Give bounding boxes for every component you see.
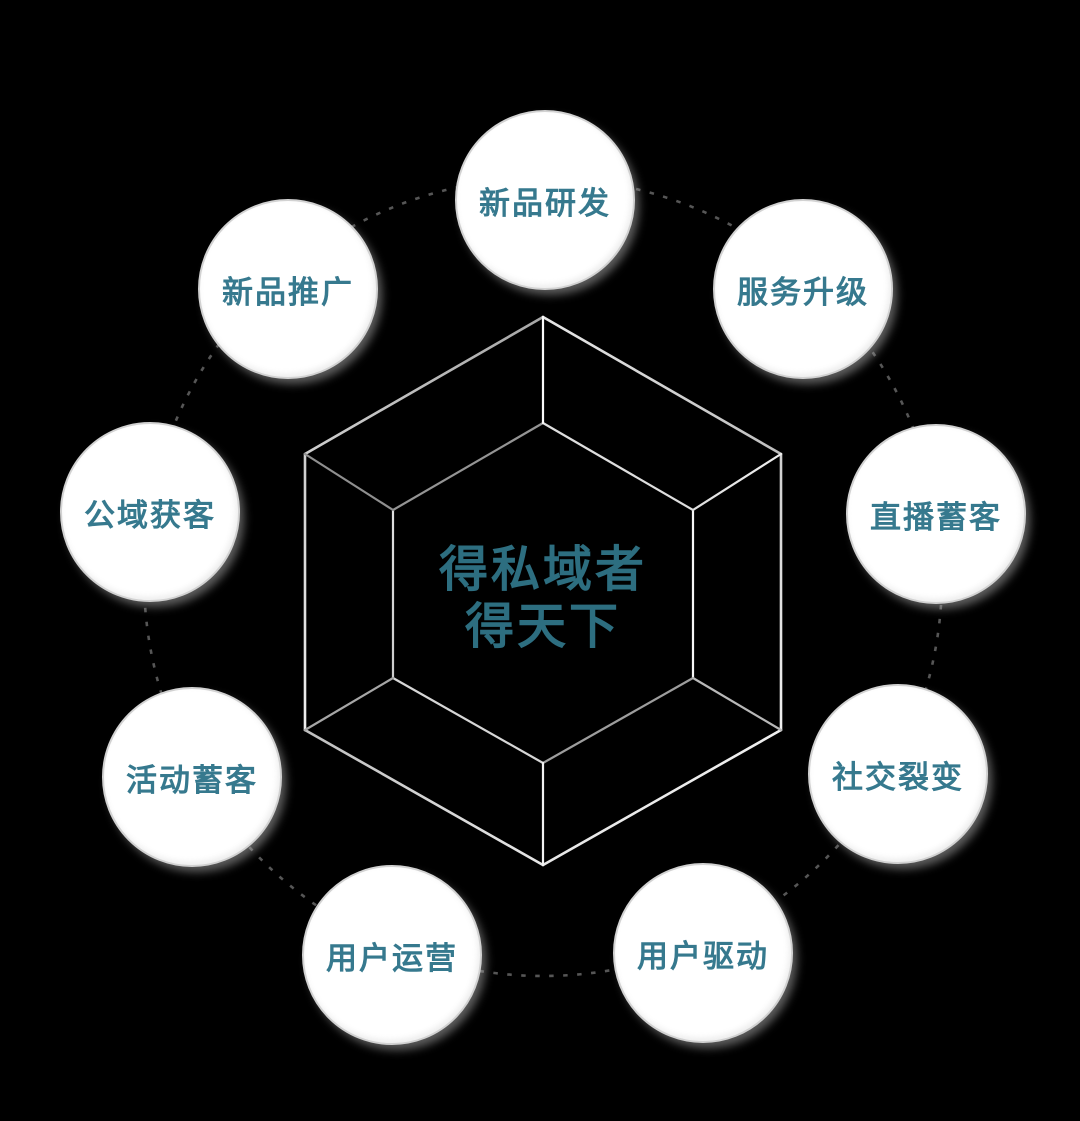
node-label: 新品推广 bbox=[222, 274, 354, 310]
node-label: 用户驱动 bbox=[637, 938, 769, 974]
hexagon-outer-edge-top-right bbox=[541, 315, 783, 456]
center-title: 得私域者 得天下 bbox=[313, 542, 773, 657]
node-label: 用户运营 bbox=[326, 940, 458, 976]
hexagon-outer-edge-bottom-left bbox=[303, 728, 545, 867]
node-label: 服务升级 bbox=[737, 274, 869, 310]
hexagon-spoke-bottom-left bbox=[303, 676, 395, 732]
node-livestream-leads: 直播蓄客 bbox=[846, 424, 1026, 604]
node-label: 活动蓄客 bbox=[126, 762, 258, 798]
center-title-line2: 得天下 bbox=[464, 600, 621, 655]
hexagon-spoke-top-right bbox=[691, 452, 783, 512]
node-service-upgrade: 服务升级 bbox=[713, 199, 893, 379]
hexagon-outer-edge-top-left bbox=[303, 315, 545, 456]
hexagon-spoke-bottom-right bbox=[691, 676, 783, 732]
hexagon-outer bbox=[303, 315, 783, 867]
hexagon-inner bbox=[391, 421, 695, 765]
hexagon-spokes bbox=[303, 315, 783, 867]
hexagon-spoke-top-left bbox=[303, 452, 395, 512]
node-new-product-rd: 新品研发 bbox=[455, 110, 635, 290]
center-title-line1: 得私域者 bbox=[438, 543, 647, 597]
node-social-fission: 社交裂变 bbox=[808, 684, 988, 864]
hexagon-wireframe bbox=[303, 315, 783, 867]
hexagon-outer-edge-bottom-right bbox=[541, 728, 783, 867]
hexagon-inner-edge-bottom-right bbox=[541, 676, 695, 765]
node-public-domain-acquisition: 公域获客 bbox=[60, 422, 240, 602]
node-label: 公域获客 bbox=[84, 497, 216, 533]
node-label: 新品研发 bbox=[479, 185, 611, 221]
hexagon-inner-edge-top-left bbox=[391, 421, 545, 512]
hexagon-inner-edge-bottom-left bbox=[391, 676, 545, 765]
node-label: 社交裂变 bbox=[832, 759, 964, 795]
node-new-product-promotion: 新品推广 bbox=[198, 199, 378, 379]
node-user-operations: 用户运营 bbox=[302, 865, 482, 1045]
node-event-leads: 活动蓄客 bbox=[102, 687, 282, 867]
node-label: 直播蓄客 bbox=[870, 499, 1002, 535]
node-user-driven: 用户驱动 bbox=[613, 863, 793, 1043]
hexagon-inner-edge-top-right bbox=[541, 421, 695, 512]
